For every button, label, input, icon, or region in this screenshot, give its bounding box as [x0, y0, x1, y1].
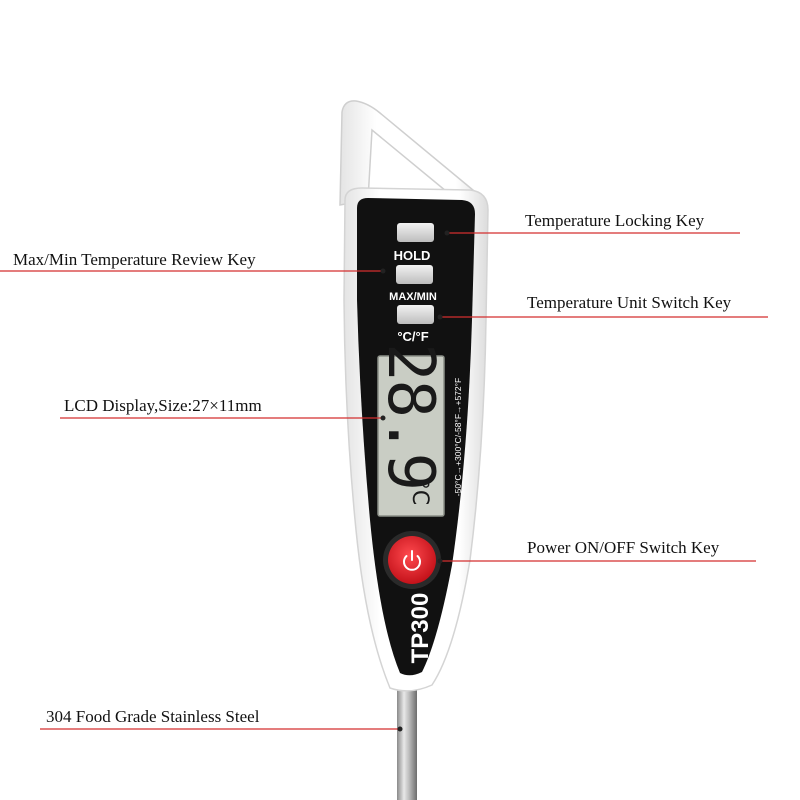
hanging-loop [339, 100, 488, 206]
max-min-key[interactable] [396, 265, 433, 284]
callout-max-min-review-key: Max/Min Temperature Review Key [13, 250, 256, 269]
callout-power-switch-key: Power ON/OFF Switch Key [527, 538, 720, 557]
lcd-unit: °C [407, 479, 432, 505]
unit-switch-key[interactable] [397, 305, 434, 324]
model-label: TP300 [407, 593, 434, 664]
lcd-reading: 28.9 [373, 343, 447, 489]
unit-switch-key-label: °C/°F [397, 329, 428, 344]
temperature-range-label: -50°C→+300°C/-58°F→+572°F [453, 378, 463, 496]
stainless-probe [397, 670, 417, 800]
power-icon [403, 550, 421, 571]
lcd-display [377, 355, 445, 517]
callout-temperature-locking-key: Temperature Locking Key [525, 211, 705, 230]
callout-temperature-unit-switch-key: Temperature Unit Switch Key [527, 293, 732, 312]
callout-stainless-steel: 304 Food Grade Stainless Steel [46, 707, 260, 726]
max-min-key-label: MAX/MIN [389, 291, 437, 303]
hold-key-label: HOLD [394, 248, 431, 263]
callout-lcd-display: LCD Display,Size:27×11mm [64, 396, 262, 415]
hold-key[interactable] [397, 223, 434, 242]
